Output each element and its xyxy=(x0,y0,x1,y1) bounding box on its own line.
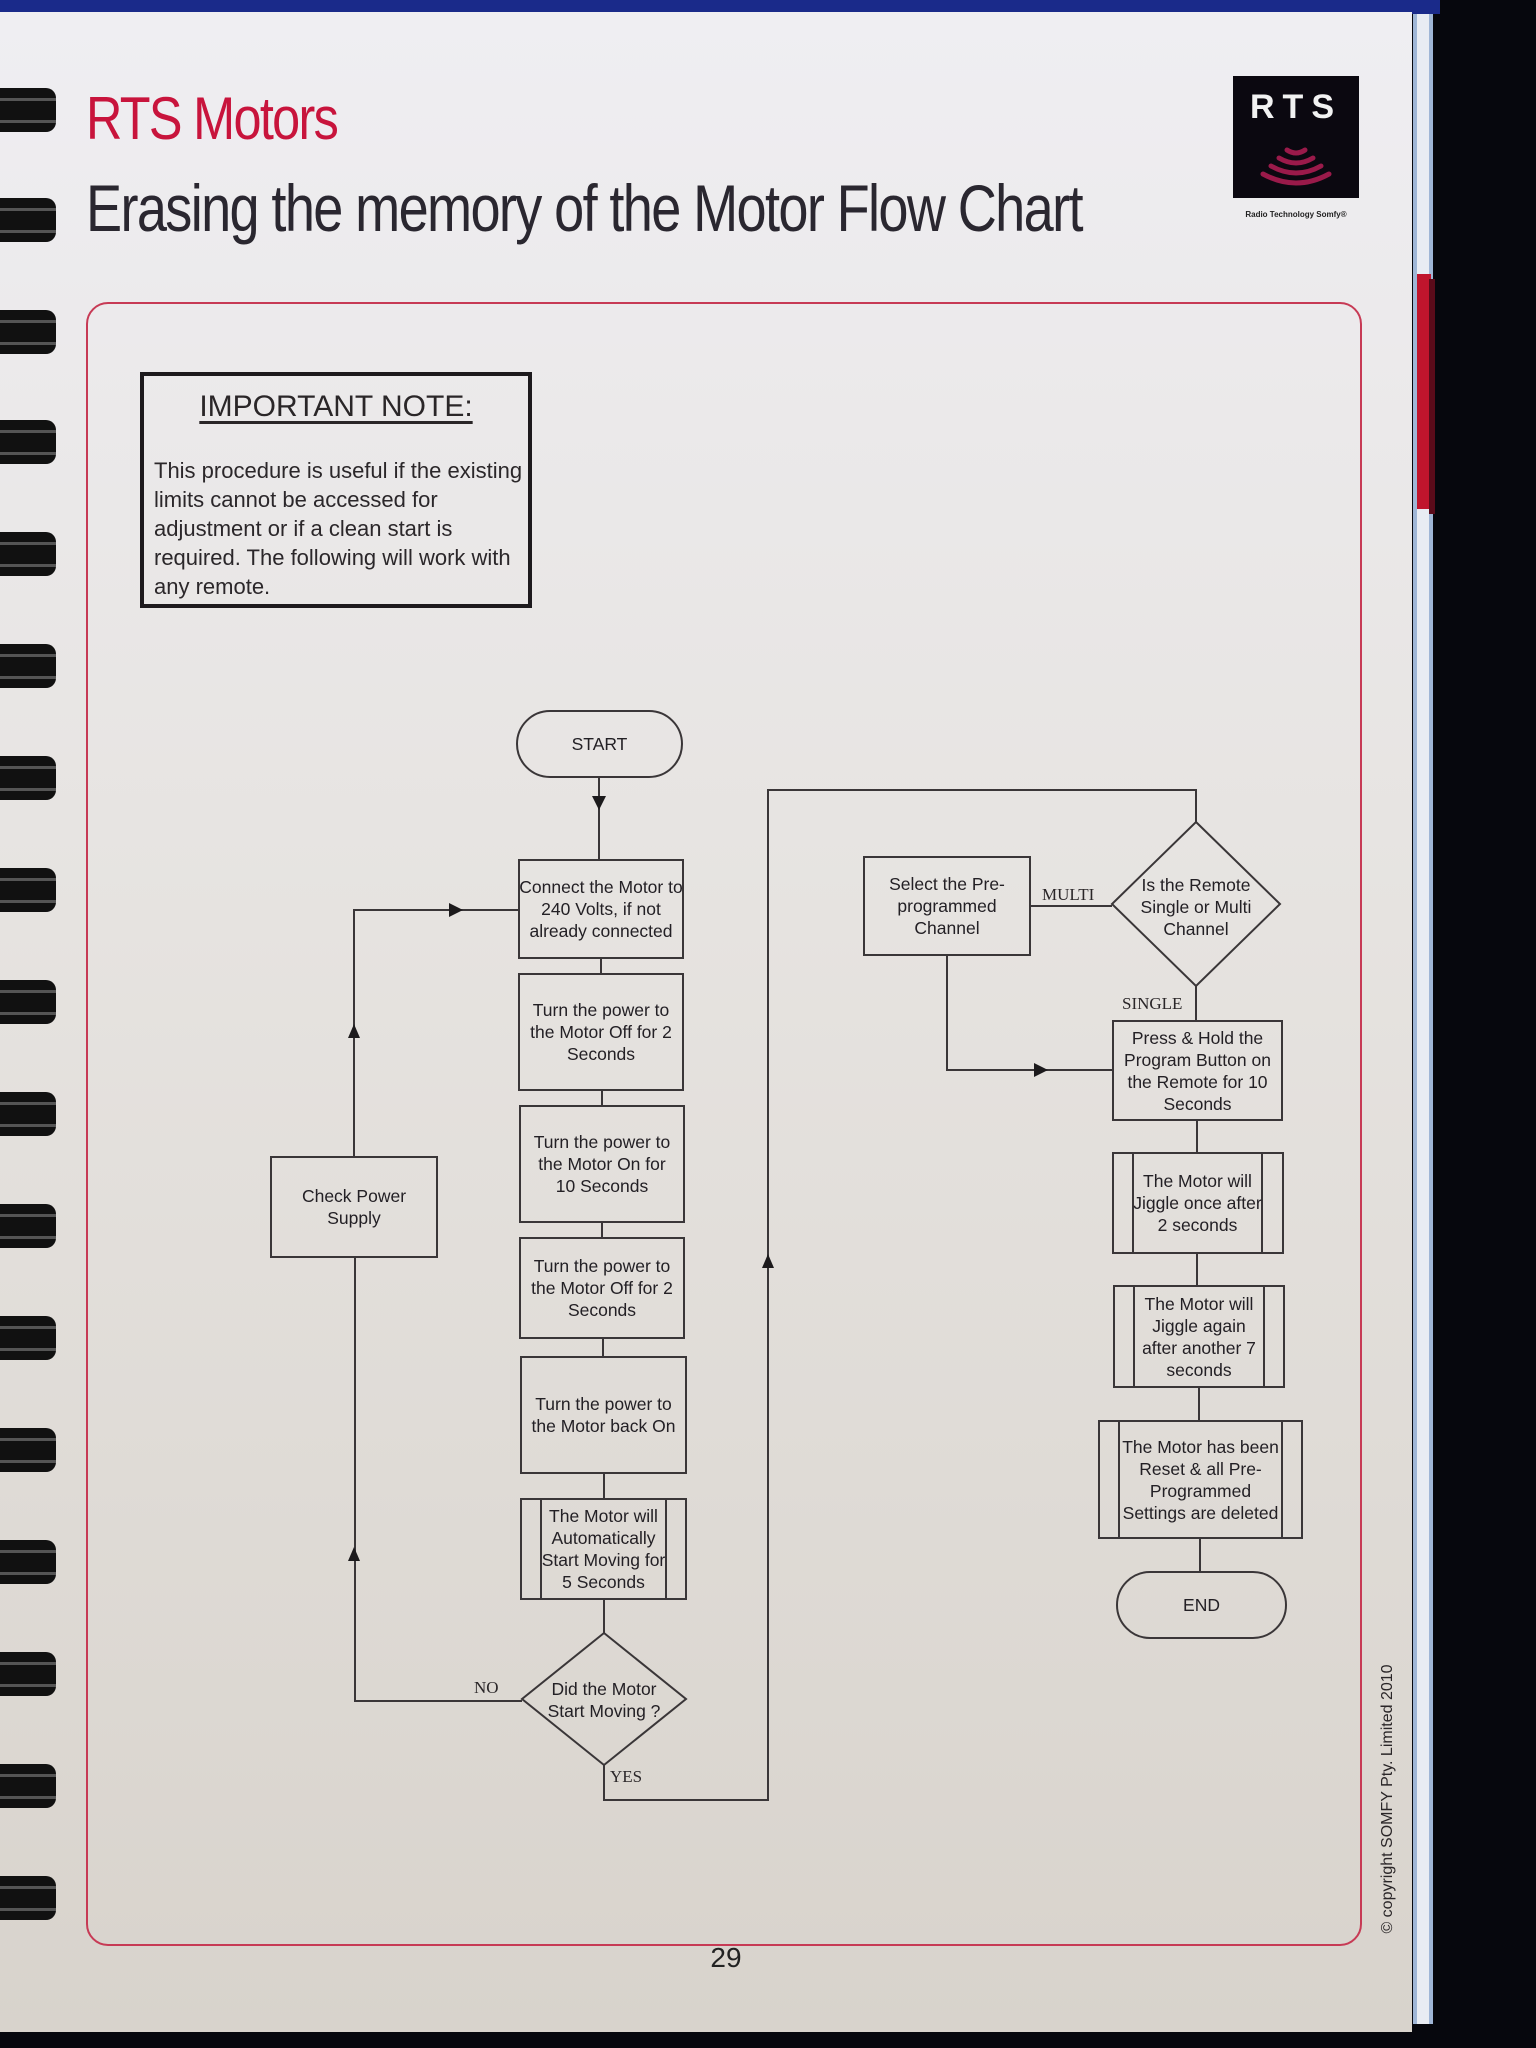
edge-label-no: NO xyxy=(474,1678,499,1697)
spiral-ring xyxy=(0,198,56,242)
spiral-ring xyxy=(0,420,56,464)
node-back-on: Turn the power to the Motor back On xyxy=(531,1394,676,1436)
node-reset: The Motor has been Reset & all Pre-Progr… xyxy=(1122,1436,1279,1523)
connector-no-loop xyxy=(354,1258,522,1702)
radio-wave-icon xyxy=(1260,147,1332,186)
spiral-ring xyxy=(0,88,56,132)
node-off1: Turn the power to the Motor Off for 2 Se… xyxy=(530,1000,672,1064)
brand-title: RTS Motors xyxy=(86,85,339,152)
node-remote-type: Is the Remote Single or Multi Channel xyxy=(1140,875,1252,939)
connector-yes-path xyxy=(603,789,1197,1801)
book-top-edge xyxy=(0,0,1440,14)
logo-tagline: Radio Technology Somfy® xyxy=(1245,210,1347,219)
connector-select-to-press xyxy=(946,955,1113,1071)
page-title: Erasing the memory of the Motor Flow Cha… xyxy=(86,171,1084,245)
arrowhead-right xyxy=(449,903,463,917)
node-off2: Turn the power to the Motor Off for 2 Se… xyxy=(531,1256,673,1320)
page-number: 29 xyxy=(710,1942,742,1973)
spiral-ring xyxy=(0,1316,56,1360)
spiral-ring xyxy=(0,1540,56,1584)
arrowhead-up xyxy=(348,1547,360,1561)
tab-divider-maroon xyxy=(1429,279,1435,514)
node-connect: Connect the Motor to 240 Volts, if not a… xyxy=(519,877,683,941)
spiral-ring xyxy=(0,1876,56,1920)
edge-label-multi: MULTI xyxy=(1042,885,1095,904)
node-jiggle2: The Motor will Jiggle again after anothe… xyxy=(1142,1293,1256,1380)
node-check-power: Check Power Supply xyxy=(301,1186,407,1228)
copyright-notice: © copyright SOMFY Pty. Limited 2010 xyxy=(1379,1664,1396,1934)
logo-text: RTS xyxy=(1250,88,1342,126)
node-on10: Turn the power to the Motor On for 10 Se… xyxy=(533,1132,671,1196)
node-select-channel: Select the Pre-programmed Channel xyxy=(889,874,1005,938)
spiral-ring xyxy=(0,1428,56,1472)
node-did-move: Did the Motor Start Moving ? xyxy=(547,1679,661,1721)
node-auto-move: The Motor will Automatically Start Movin… xyxy=(541,1506,666,1592)
content-frame xyxy=(86,302,1362,1946)
spiral-ring xyxy=(0,1764,56,1808)
tab-divider-white xyxy=(1417,14,1429,2024)
arrowhead-start xyxy=(592,796,606,810)
spiral-ring xyxy=(0,310,56,354)
spiral-ring xyxy=(0,1652,56,1696)
spiral-ring xyxy=(0,1204,56,1248)
spiral-ring xyxy=(0,980,56,1024)
spiral-ring xyxy=(0,1092,56,1136)
node-end: END xyxy=(1183,1595,1220,1615)
node-start: START xyxy=(571,734,628,754)
edge-label-single: SINGLE xyxy=(1122,994,1183,1013)
rts-logo: RTS xyxy=(1233,76,1359,198)
arrowhead-up xyxy=(348,1024,360,1038)
important-note-box: IMPORTANT NOTE: This procedure is useful… xyxy=(140,372,532,608)
connector-check-to-connect xyxy=(353,909,519,1157)
tab-divider-red xyxy=(1417,274,1431,509)
node-press-hold: Press & Hold the Program Button on the R… xyxy=(1124,1027,1271,1114)
end-terminator xyxy=(1116,1571,1287,1639)
arrowhead-up xyxy=(762,1254,774,1268)
spiral-ring xyxy=(0,868,56,912)
arrowhead-right xyxy=(1034,1063,1048,1077)
edge-label-yes: YES xyxy=(610,1767,643,1786)
spiral-ring xyxy=(0,532,56,576)
note-heading: IMPORTANT NOTE: xyxy=(199,390,473,423)
page-tab-dividers xyxy=(1413,14,1435,2024)
node-jiggle1: The Motor will Jiggle once after 2 secon… xyxy=(1133,1171,1262,1235)
note-body: This procedure is useful if the existing… xyxy=(154,458,523,599)
spiral-ring xyxy=(0,756,56,800)
spiral-ring xyxy=(0,644,56,688)
